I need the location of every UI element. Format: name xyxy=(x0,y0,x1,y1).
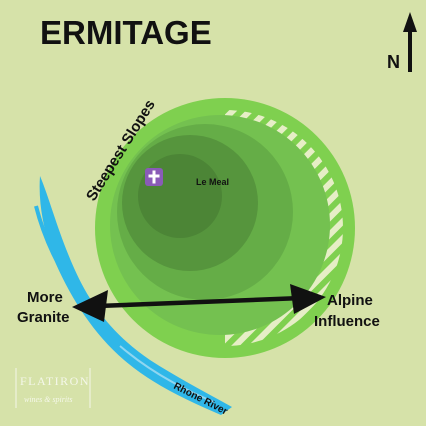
north-label: N xyxy=(387,52,400,72)
le-meal-label: Le Meal xyxy=(196,177,229,187)
more-granite-label-line1: More xyxy=(27,289,63,306)
flatiron-logo: FLATIRON wines & spirits xyxy=(15,368,91,408)
hill-core xyxy=(138,154,222,238)
page-title: ERMITAGE xyxy=(40,14,212,51)
double-arrow-icon xyxy=(72,284,326,322)
more-granite-label-line2: Granite xyxy=(17,309,70,326)
rhone-river xyxy=(34,176,232,415)
north-arrow-icon xyxy=(403,12,417,72)
logo-name: FLATIRON xyxy=(20,374,90,388)
alpine-influence-label-line1: Alpine xyxy=(327,292,373,309)
alpine-influence-label-line2: Influence xyxy=(314,313,380,330)
cross-icon xyxy=(145,168,163,186)
logo-tagline: wines & spirits xyxy=(24,395,72,404)
